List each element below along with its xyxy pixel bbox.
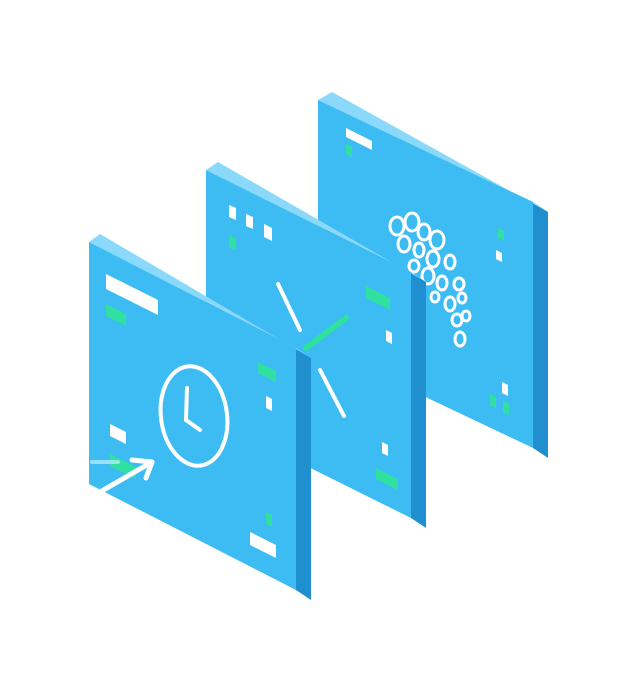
panel-back-white-marker (502, 382, 508, 396)
panel-back-bar-marker (346, 128, 372, 150)
panel-front-face (89, 242, 296, 590)
arrow-icon (90, 457, 155, 495)
panel-middle-white-marker (246, 214, 253, 229)
panel-middle-white-marker (264, 224, 272, 241)
panel-middle-white-marker (386, 330, 392, 344)
panel-middle-white-marker (382, 442, 388, 456)
panel-front-white-marker (266, 396, 272, 411)
panel-front-side (296, 348, 311, 600)
panel-middle-white-marker (229, 205, 236, 220)
bubble-cluster-icon (388, 211, 472, 348)
panel-back-green-marker (346, 144, 352, 157)
panel-middle-green-marker (366, 286, 390, 310)
clock-icon (158, 364, 230, 468)
panel-back-green-marker (498, 228, 504, 241)
panel-front-green-marker (106, 304, 126, 326)
panel-front (89, 234, 311, 600)
panel-front-bar-marker (250, 532, 276, 558)
radiating-lines-icon (276, 282, 349, 418)
panel-front-green-marker (266, 512, 272, 527)
panel-front-green-marker (258, 362, 276, 382)
panel-front-top-edge (89, 234, 311, 358)
panel-front-bar-marker (106, 274, 158, 315)
panel-middle-side (411, 272, 426, 528)
panel-front-white-marker (110, 424, 126, 444)
panel-middle-green-marker (376, 468, 398, 490)
panel-back-green-marker (503, 401, 509, 415)
panel-middle-top-edge (206, 162, 426, 282)
panel-back-side (533, 202, 548, 458)
panel-back-green-marker (490, 394, 496, 408)
panel-back-top-edge (318, 92, 548, 212)
panel-middle-green-marker (229, 235, 236, 250)
panel-back-white-marker (496, 250, 502, 262)
